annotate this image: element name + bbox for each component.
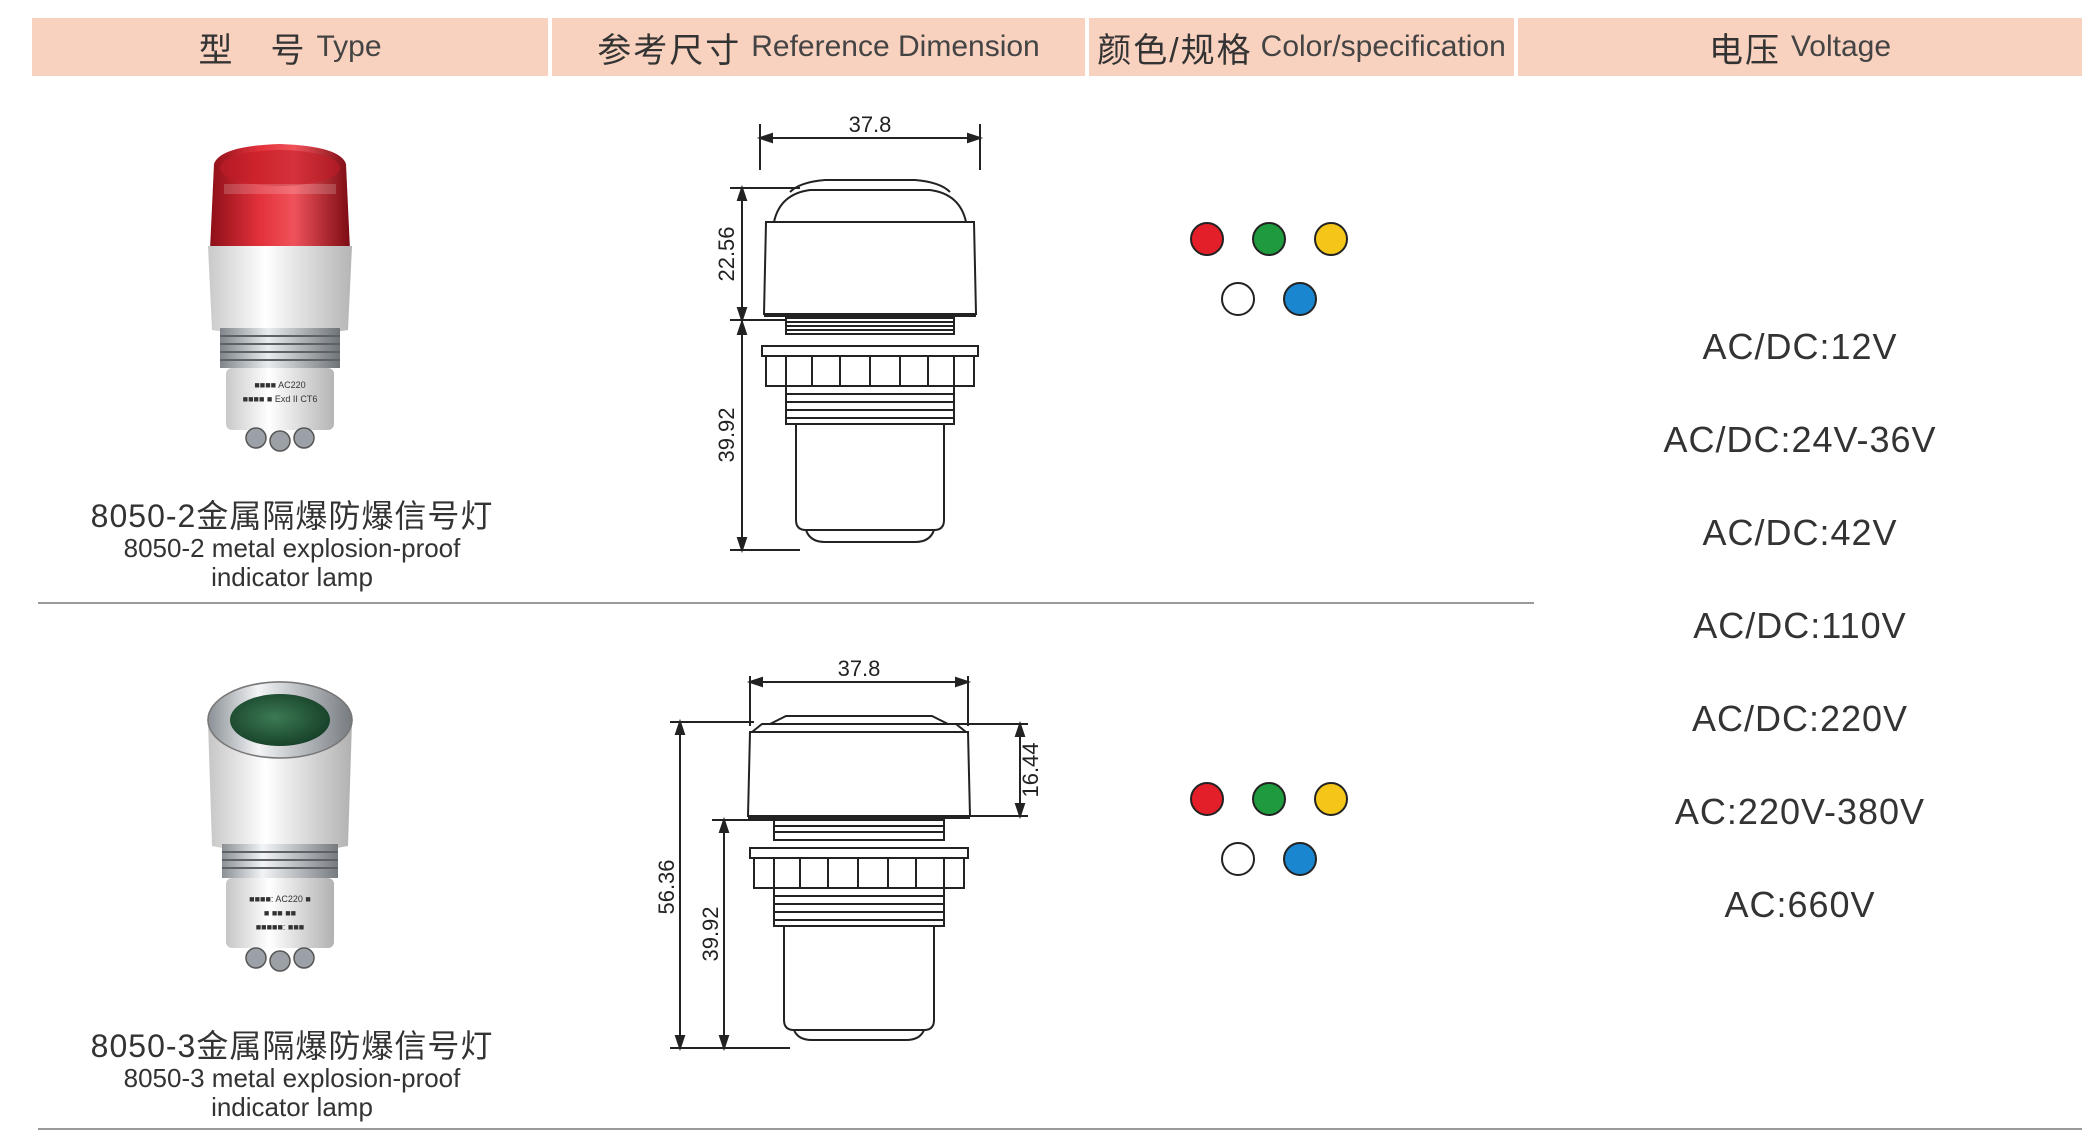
color-swatches-8050-3 xyxy=(1190,782,1390,902)
product-photo-8050-2: ■■■■ AC220 ■■■■ ■ Exd II CT6 xyxy=(180,138,380,463)
voltage-item: AC/DC:12V xyxy=(1702,326,1898,367)
svg-text:■■■■: AC220 ■: ■■■■: AC220 ■ xyxy=(249,894,311,904)
color-dot-yellow xyxy=(1314,222,1348,256)
product-caption-8050-2: 8050-2金属隔爆防爆信号灯 8050-2 metal explosion-p… xyxy=(32,498,552,592)
svg-text:■ ■■ ■■: ■ ■■ ■■ xyxy=(264,908,296,918)
product-name-en-line1: 8050-2 metal explosion-proof xyxy=(123,533,461,563)
product-name-en-line2: indicator lamp xyxy=(211,562,373,592)
color-dot-white xyxy=(1221,282,1255,316)
dim-top-height-label: 16.44 xyxy=(1018,742,1043,797)
header-dimension: 参考尺寸 Reference Dimension xyxy=(552,18,1085,76)
dim-width-label: 37.8 xyxy=(849,112,892,137)
header-color: 颜色/规格 Color/specification xyxy=(1089,18,1514,76)
svg-text:■■■■ ■ Exd II CT6: ■■■■ ■ Exd II CT6 xyxy=(243,394,318,404)
svg-text:■■■■ AC220: ■■■■ AC220 xyxy=(254,380,305,390)
dim-body-height-label: 39.92 xyxy=(714,407,739,462)
color-dot-blue xyxy=(1283,842,1317,876)
voltage-list: AC/DC:12V AC/DC:24V-36V AC/DC:42V AC/DC:… xyxy=(1520,300,2080,951)
color-dot-red xyxy=(1190,222,1224,256)
color-swatches-8050-2 xyxy=(1190,222,1390,342)
svg-text:■■■■■: ■■■: ■■■■■: ■■■ xyxy=(256,922,305,932)
dim-top-height-label: 22.56 xyxy=(714,226,739,281)
row-divider xyxy=(38,602,1534,604)
header-dimension-cn: 参考尺寸 xyxy=(597,31,742,70)
color-dot-white xyxy=(1221,842,1255,876)
product-name-cn: 8050-3金属隔爆防爆信号灯 xyxy=(90,1028,494,1064)
voltage-item: AC:220V-380V xyxy=(1674,791,1926,832)
color-dot-green xyxy=(1252,222,1286,256)
dim-total-height-label: 56.36 xyxy=(654,859,679,914)
header-voltage: 电压 Voltage xyxy=(1518,18,2082,76)
header-type-en: Type xyxy=(316,30,382,63)
header-voltage-en: Voltage xyxy=(1790,30,1892,63)
voltage-item: AC/DC:220V xyxy=(1691,698,1909,739)
color-dot-green xyxy=(1252,782,1286,816)
voltage-item: AC/DC:24V-36V xyxy=(1663,419,1937,460)
header-type-cn: 型 号 xyxy=(198,31,307,70)
product-photo-8050-3: ■■■■: AC220 ■ ■ ■■ ■■ ■■■■■: ■■■ xyxy=(180,676,380,991)
dim-width-label: 37.8 xyxy=(838,656,881,681)
dim-body-height-label: 39.92 xyxy=(698,906,723,961)
voltage-item: AC:660V xyxy=(1724,884,1876,925)
product-name-en-line2: indicator lamp xyxy=(211,1092,373,1122)
table-header: 型 号 Type 参考尺寸 Reference Dimension 颜色/规格 … xyxy=(32,18,2082,76)
header-color-cn: 颜色/规格 xyxy=(1097,31,1253,70)
voltage-item: AC/DC:42V xyxy=(1702,512,1898,553)
header-voltage-cn: 电压 xyxy=(1708,31,1781,70)
color-dot-yellow xyxy=(1314,782,1348,816)
product-name-en-line1: 8050-3 metal explosion-proof xyxy=(123,1063,461,1093)
dimension-drawing-8050-3: 37.8 56.36 39.92 16.44 xyxy=(650,652,1050,1067)
header-dimension-en: Reference Dimension xyxy=(751,30,1040,63)
voltage-item: AC/DC:110V xyxy=(1693,605,1907,646)
color-dot-blue xyxy=(1283,282,1317,316)
bottom-divider xyxy=(38,1128,2082,1130)
header-type: 型 号 Type xyxy=(32,18,548,76)
color-dot-red xyxy=(1190,782,1224,816)
dimension-drawing-8050-2: 37.8 22.56 39.92 xyxy=(690,110,1010,565)
product-name-cn: 8050-2金属隔爆防爆信号灯 xyxy=(90,498,494,534)
header-color-en: Color/specification xyxy=(1260,30,1506,63)
product-caption-8050-3: 8050-3金属隔爆防爆信号灯 8050-3 metal explosion-p… xyxy=(32,1028,552,1122)
